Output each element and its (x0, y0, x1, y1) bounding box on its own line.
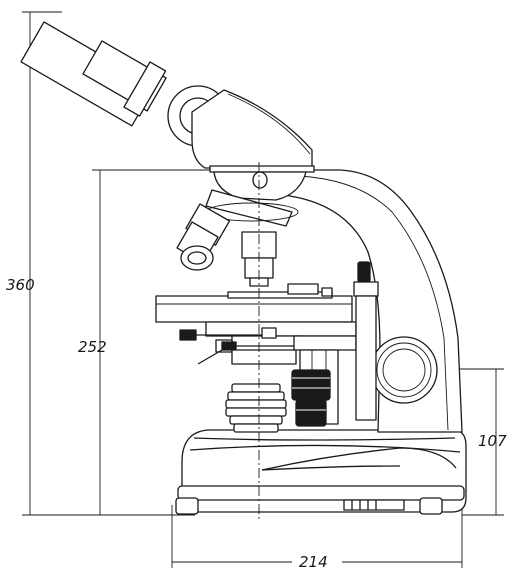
illuminator (225, 383, 287, 433)
dimension-label-base-width: 214 (299, 553, 328, 571)
limit-lock (353, 261, 379, 421)
dimension-label-stage-height: 252 (78, 338, 107, 356)
base (175, 429, 467, 515)
nosepiece (205, 171, 307, 227)
stage (155, 283, 357, 365)
condenser (291, 335, 357, 427)
dimension-label-overall-height: 360 (6, 276, 35, 294)
eyepiece-head (20, 21, 315, 173)
focus-knob (370, 336, 438, 404)
dimension-label-knob-height: 107 (478, 432, 507, 450)
objective-left (176, 203, 231, 271)
